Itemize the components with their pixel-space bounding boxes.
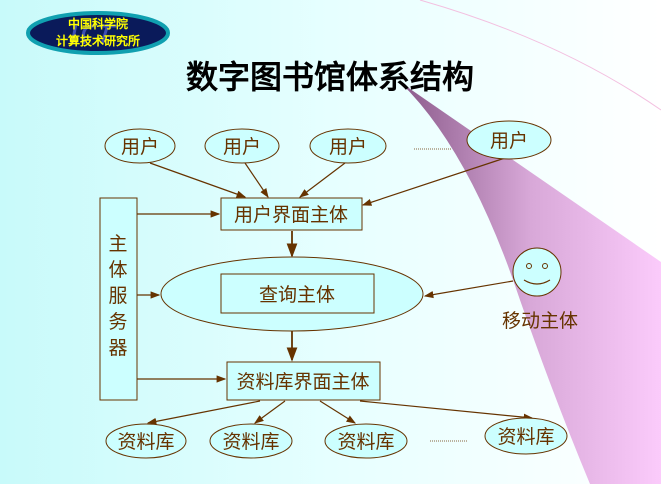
database-interface-box: 资料库界面主体: [226, 361, 381, 401]
database-interface-label: 资料库界面主体: [236, 371, 369, 393]
server-label-char: 体: [108, 259, 127, 281]
institute-logo: 中国科学院 计算技术研究所: [26, 11, 170, 55]
database-node: 资料库: [209, 423, 293, 459]
database-node: 资料库: [105, 423, 187, 459]
server-label-char: 主: [108, 233, 127, 255]
server-label-char: 器: [108, 337, 127, 359]
user-label: 用户: [490, 130, 528, 152]
server-box: 主 体 服 务 器: [99, 197, 138, 401]
query-node: 查询主体: [160, 256, 424, 332]
database-label: 资料库: [117, 431, 174, 453]
database-node: 资料库: [484, 417, 568, 455]
database-label: 资料库: [497, 426, 554, 448]
user-interface-label: 用户界面主体: [234, 204, 348, 226]
server-label-char: 务: [108, 311, 127, 333]
user-node: 用户: [466, 120, 552, 160]
page-title: 数字图书馆体系结构: [186, 58, 474, 96]
connectors: [137, 148, 534, 442]
user-label: 用户: [121, 136, 159, 158]
logo-line-2: 计算技术研究所: [56, 33, 140, 48]
mobile-label: 移动主体: [502, 310, 578, 332]
smiley-icon: [512, 247, 562, 297]
user-node: 用户: [204, 128, 280, 164]
database-node: 资料库: [324, 423, 408, 459]
logo-line-1: 中国科学院: [68, 16, 128, 31]
decorative-line: [419, 0, 661, 111]
query-label: 查询主体: [259, 284, 335, 306]
database-label: 资料库: [337, 431, 394, 453]
server-label-char: 服: [108, 285, 127, 307]
user-node: 用户: [309, 128, 387, 164]
user-label: 用户: [329, 136, 367, 158]
user-label: 用户: [223, 136, 261, 158]
mobile-agent: 移动主体: [502, 247, 578, 332]
user-node: 用户: [104, 128, 176, 164]
user-interface-box: 用户界面主体: [220, 197, 363, 231]
database-label: 资料库: [222, 431, 279, 453]
